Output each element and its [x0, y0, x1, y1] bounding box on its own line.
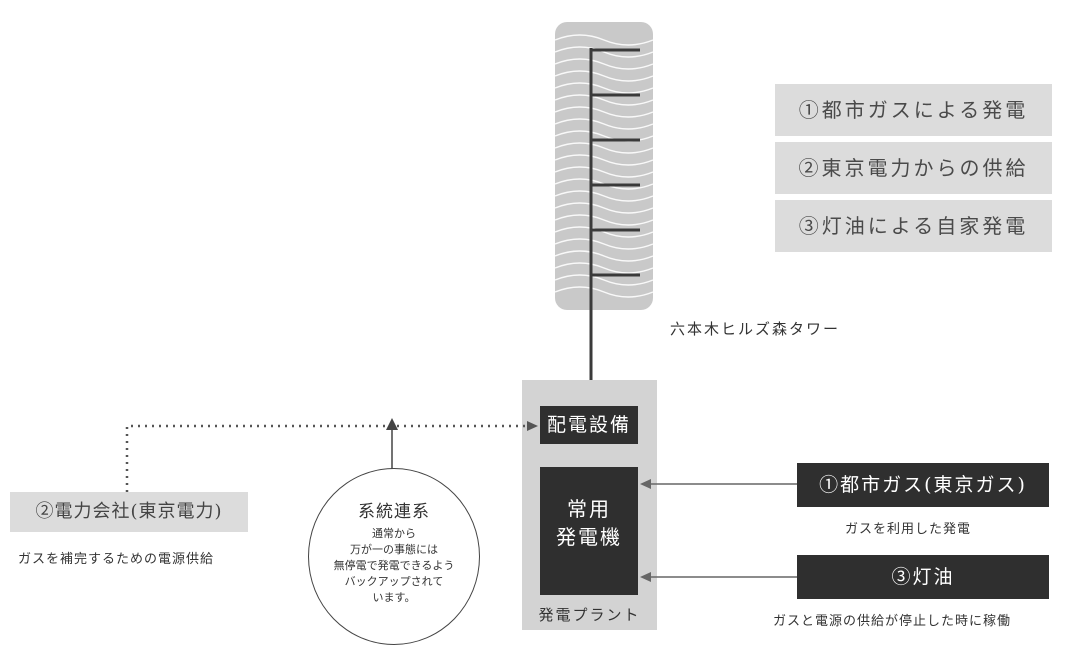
generator-line1: 常用	[567, 497, 611, 521]
gas-source-box: ①都市ガス(東京ガス)	[797, 463, 1049, 507]
distribution-box: 配電設備	[540, 406, 638, 444]
kerosene-source-box: ③灯油	[797, 555, 1049, 599]
kerosene-caption: ガスと電源の供給が停止した時に稼働	[773, 614, 1012, 629]
grid-link-bubble: 系統連系 通常から 万が一の事態には 無停電で発電できるよう バックアップされて…	[308, 468, 480, 645]
grid-link-body: 通常から 万が一の事態には 無停電で発電できるよう バックアップされて います。	[333, 527, 455, 604]
tower-label: 六本木ヒルズ森タワー	[670, 320, 841, 338]
utility-connection-line	[125, 421, 538, 492]
legend-item-kerosene: ③灯油による自家発電	[775, 200, 1052, 252]
legend-item-gas: ①都市ガスによる発電	[775, 84, 1052, 136]
plant-label: 発電プラント	[538, 606, 641, 624]
grid-link-arrow	[386, 418, 398, 470]
utility-company-box: ②電力会社(東京電力)	[10, 492, 248, 532]
generator-box: 常用 発電機	[540, 467, 638, 595]
legend-item-utility: ②東京電力からの供給	[775, 142, 1052, 194]
grid-link-title: 系統連系	[358, 502, 430, 522]
generator-line2: 発電機	[556, 525, 622, 549]
gas-caption: ガスを利用した発電	[845, 522, 972, 537]
kerosene-arrow	[640, 572, 797, 582]
gas-arrow	[640, 479, 797, 489]
utility-caption: ガスを補完するための電源供給	[18, 552, 215, 567]
